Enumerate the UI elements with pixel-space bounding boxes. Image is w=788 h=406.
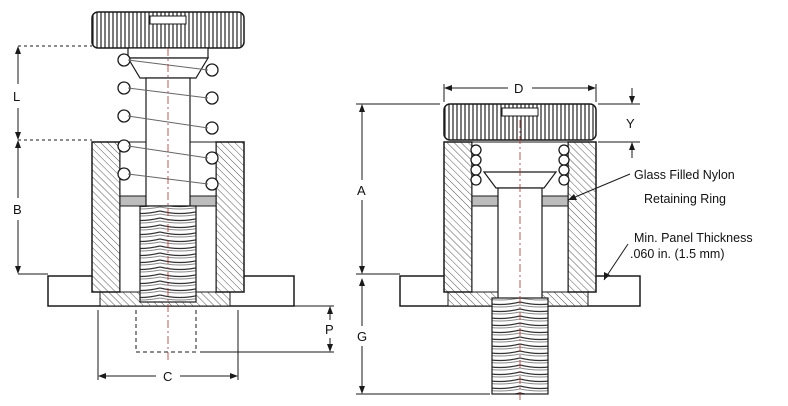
right-dimensions (356, 84, 640, 395)
dim-label-P: P (325, 322, 334, 337)
left-phantom-thread (135, 310, 197, 353)
left-dim-arrows (15, 46, 333, 379)
callout-panel-line1: Min. Panel Thickness (634, 231, 753, 245)
dim-label-L: L (13, 89, 20, 104)
dim-label-A: A (357, 183, 366, 198)
dim-label-C: C (163, 369, 172, 384)
left-ferrule-wall-left (91, 141, 121, 293)
left-ferrule-wall-right (215, 141, 245, 293)
left-thread (139, 205, 197, 303)
right-ferrule-wall-right (567, 141, 597, 293)
right-dim-arrows (359, 85, 635, 394)
right-ferrule-wall-left (443, 141, 473, 293)
dim-label-G: G (357, 329, 367, 344)
left-dimensions (17, 45, 334, 380)
right-head-slot (501, 107, 539, 117)
dim-label-Y: Y (626, 116, 635, 131)
right-spring (470, 144, 570, 186)
left-view (47, 11, 295, 360)
callout-nylon-line1: Glass Filled Nylon (634, 168, 735, 182)
callout-panel-line2: .060 in. (1.5 mm) (630, 247, 724, 261)
dim-label-B: B (13, 202, 22, 217)
left-head-slot (149, 15, 187, 25)
dim-label-D: D (514, 81, 523, 96)
right-view (399, 103, 641, 400)
callout-nylon-line2: Retaining Ring (644, 192, 726, 206)
